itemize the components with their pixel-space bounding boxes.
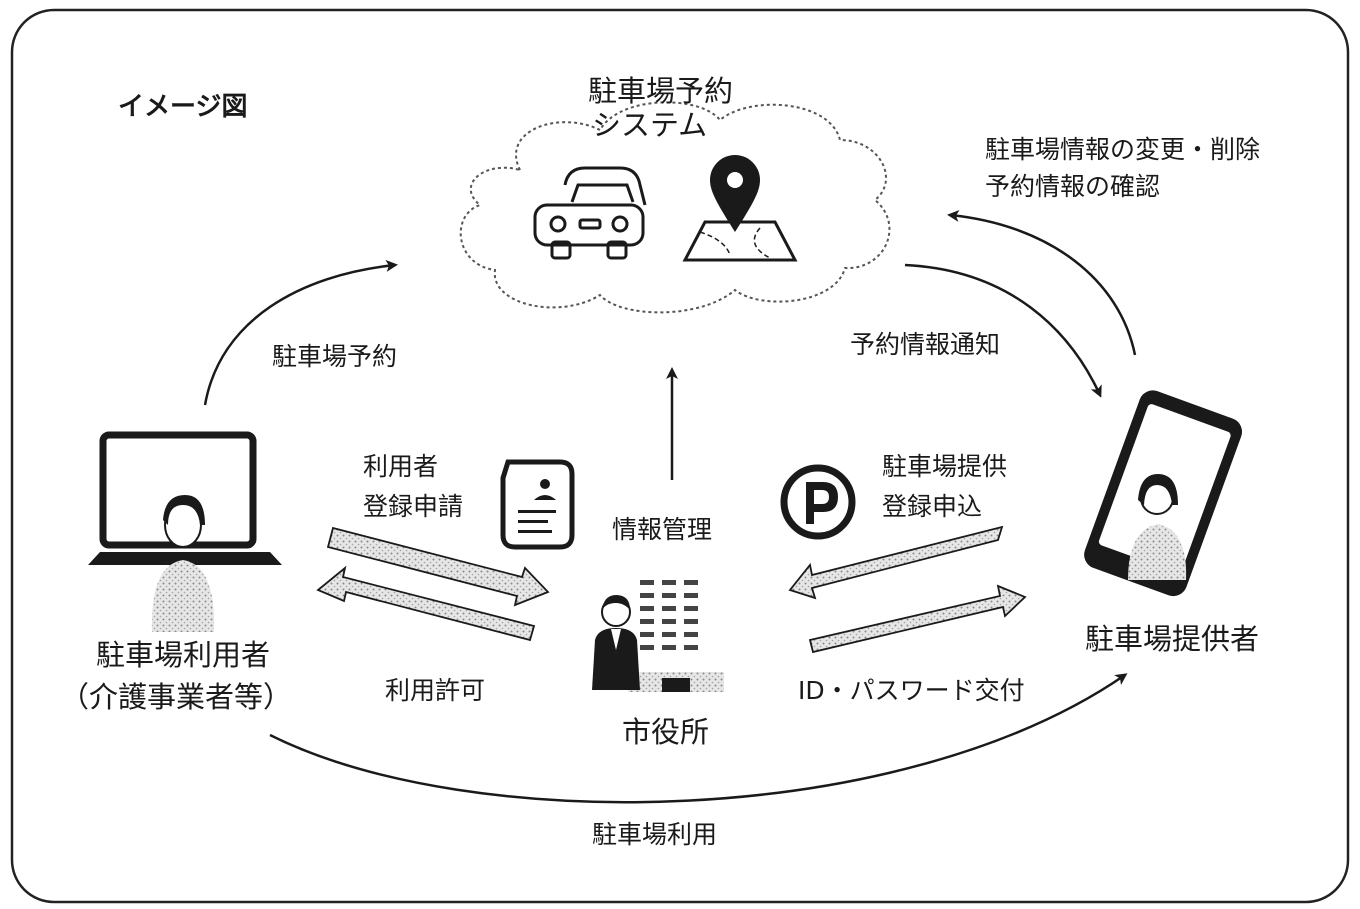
- actor-user-line2: （介護事業者等）: [60, 680, 293, 714]
- arrow-usage: [269, 673, 1128, 804]
- label-usage: 駐車場利用: [592, 820, 718, 849]
- cloud-shape: [459, 101, 891, 314]
- map-pin-icon: [682, 155, 798, 262]
- label-provide-apply-1: 駐車場提供: [882, 452, 1008, 481]
- system-name-line1: 駐車場予約: [588, 74, 734, 108]
- block-arrow-id-issue: [808, 584, 1027, 654]
- block-arrow-user-apply: [326, 526, 550, 607]
- label-permit: 利用許可: [385, 676, 486, 705]
- actor-city: 市役所: [622, 715, 710, 749]
- block-arrow-permit: [316, 565, 536, 642]
- system-name-line2: システム: [592, 108, 708, 142]
- label-provide-apply-2: 登録申込: [882, 492, 983, 521]
- provider-actions-line1: 駐車場情報の変更・削除: [985, 135, 1261, 164]
- arrow-provider-edit: [947, 209, 1137, 356]
- parking-p-icon: [780, 464, 856, 540]
- arrow-reservation: [203, 259, 398, 406]
- application-document-icon: [500, 459, 575, 550]
- diagram-title: イメージ図: [118, 92, 248, 122]
- outer-frame: [10, 8, 1350, 904]
- block-arrow-provide-apply: [788, 525, 1004, 600]
- label-id-issue: ID・パスワード交付: [798, 676, 1025, 705]
- provider-actions-line2: 予約情報の確認: [985, 172, 1161, 201]
- city-hall-icon: [592, 580, 724, 692]
- label-user-apply-1: 利用者: [363, 452, 439, 481]
- label-user-apply-2: 登録申請: [363, 492, 464, 521]
- label-reservation: 駐車場予約: [272, 342, 398, 371]
- label-info-mgmt: 情報管理: [612, 515, 713, 544]
- car-icon: [533, 166, 647, 260]
- actor-user-line1: 駐車場利用者: [96, 638, 271, 672]
- laptop-user-icon: [88, 431, 282, 632]
- label-notify: 予約情報通知: [850, 330, 1001, 359]
- actor-provider: 駐車場提供者: [1085, 622, 1260, 656]
- arrow-notify: [904, 263, 1102, 398]
- smartphone-user-icon: [1084, 390, 1243, 597]
